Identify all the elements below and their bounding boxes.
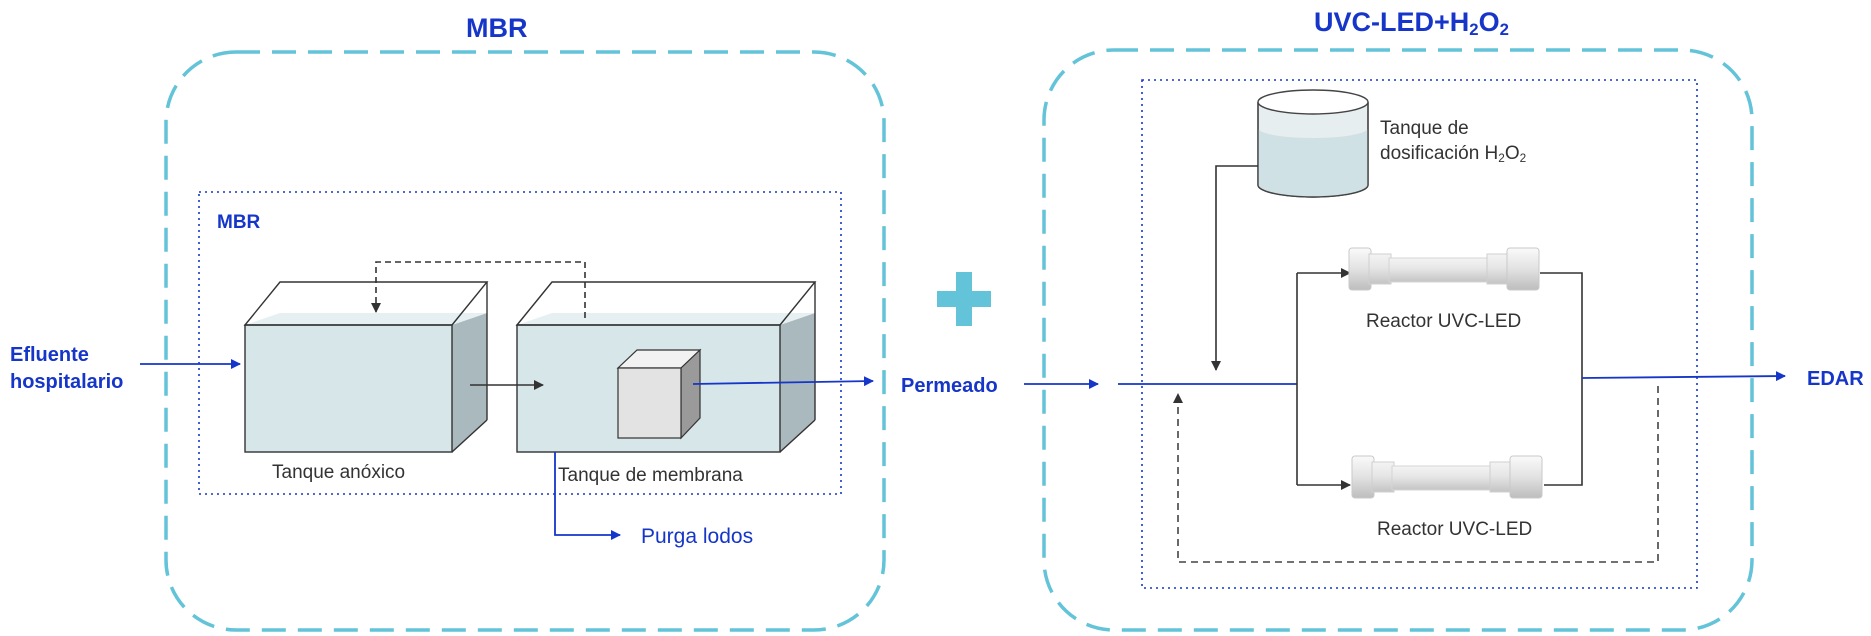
membrane-module	[616, 348, 702, 440]
output-arrow	[1581, 371, 1786, 382]
uvc-dashed-frame	[1042, 48, 1754, 632]
recirculation-line	[371, 261, 586, 318]
plus-icon	[937, 272, 991, 326]
dosing-tank-label-line2: dosificación H2O2	[1380, 142, 1527, 165]
uvc-recirculation-line	[1173, 386, 1659, 563]
output-label: EDAR	[1807, 368, 1864, 390]
dosing-line	[1211, 165, 1258, 371]
dosing-tank-label-line1: Tanque de	[1380, 118, 1469, 139]
input-label-line1: Efluente	[10, 344, 89, 366]
mbr-dashed-frame	[164, 50, 886, 632]
membrane-tank-label: Tanque de membrana	[558, 465, 743, 486]
sludge-purge-label: Purga lodos	[641, 525, 754, 548]
mbr-inner-box	[198, 191, 842, 495]
uvc-section-title: UVC-LED+H2O2	[1314, 7, 1509, 40]
dosing-tank-label: Tanque de dosificación H2O2	[1380, 117, 1526, 166]
mbr-section-title: MBR	[466, 13, 528, 43]
reactor-bottom-shape	[1351, 455, 1543, 499]
reactor-bottom-label: Reactor UVC-LED	[1377, 519, 1533, 540]
reactor-top-shape	[1348, 247, 1540, 291]
uvc-inner-box	[1141, 79, 1698, 589]
mbr-inner-label: MBR	[217, 212, 261, 233]
collector-line	[1540, 272, 1583, 486]
membrane-output-arrow	[692, 376, 874, 387]
input-label-line2: hospitalario	[10, 371, 124, 393]
anoxic-tank-shape	[243, 281, 489, 453]
reactor-top-label: Reactor UVC-LED	[1366, 311, 1522, 332]
dosing-tank-shape	[1257, 89, 1369, 198]
anoxic-tank-label: Tanque anóxico	[272, 462, 406, 483]
permeate-label: Permeado	[901, 375, 998, 397]
input-label: Efluente hospitalario	[10, 342, 123, 396]
sludge-purge-arrow	[554, 452, 621, 540]
